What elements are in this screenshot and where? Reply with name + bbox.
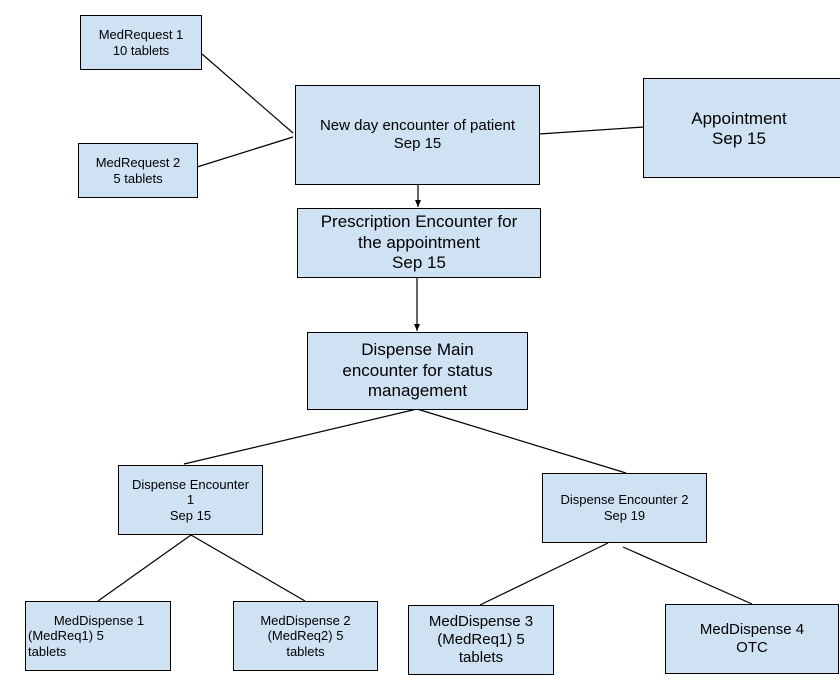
- appointment-title: Appointment: [691, 109, 787, 128]
- medrequest-2-title: MedRequest 2: [95, 154, 181, 170]
- meddispense-4-box: MedDispense 4 OTC: [665, 604, 839, 674]
- dispense-encounter-2-box: Dispense Encounter 2 Sep 19: [542, 473, 707, 543]
- new-day-encounter-box: New day encounter of patient Sep 15: [295, 85, 540, 185]
- meddispense-1-line3: tablets: [28, 643, 67, 659]
- dispense-main-encounter-box: Dispense Main encounter for status manag…: [307, 332, 528, 410]
- meddispense-2-line2: (MedReq2) 5: [267, 628, 344, 644]
- meddispense-2-box: MedDispense 2 (MedReq2) 5 tablets: [233, 601, 378, 671]
- new-day-encounter-date: Sep 15: [393, 135, 442, 152]
- prescription-encounter-date: Sep 15: [392, 253, 446, 273]
- medrequest-2-quantity: 5 tablets: [113, 170, 163, 186]
- prescription-encounter-line2: the appointment: [358, 232, 480, 252]
- meddispense-3-line3: tablets: [458, 649, 504, 666]
- meddispense-3-line1: MedDispense 3: [428, 613, 534, 630]
- link-dispense-encounter2-to-meddispense4: [622, 546, 753, 605]
- medrequest-1-title: MedRequest 1: [98, 26, 184, 42]
- link-dispense-encounter1-to-meddispense1: [97, 534, 192, 602]
- link-dispense-encounter2-to-meddispense3: [479, 542, 609, 606]
- medrequest-1-quantity: 10 tablets: [112, 42, 170, 58]
- link-dispense-main-to-dispense-encounter2: [416, 408, 627, 474]
- medrequest-1-box: MedRequest 1 10 tablets: [80, 15, 202, 70]
- meddispense-3-line2: (MedReq1) 5: [437, 631, 525, 648]
- dispense-encounter-1-line1: Dispense Encounter: [131, 476, 250, 492]
- appointment-box: Appointment Sep 15: [643, 78, 840, 178]
- meddispense-1-box: MedDispense 1 (MedReq1) 5 tablets: [25, 601, 171, 671]
- dispense-encounter-1-date: Sep 15: [169, 507, 212, 523]
- meddispense-4-title: MedDispense 4: [699, 621, 805, 638]
- dispense-encounter-1-line2: 1: [186, 492, 195, 508]
- link-medrequest2-to-new-day-encounter: [196, 136, 294, 168]
- dispense-main-line3: management: [367, 381, 468, 401]
- dispense-encounter-1-box: Dispense Encounter 1 Sep 15: [118, 465, 263, 535]
- prescription-encounter-line1: Prescription Encounter for: [320, 212, 518, 232]
- meddispense-2-line1: MedDispense 2: [260, 612, 351, 628]
- link-dispense-encounter1-to-meddispense2: [190, 534, 306, 602]
- link-dispense-main-to-dispense-encounter1: [183, 408, 418, 465]
- meddispense-1-line1: MedDispense 1: [53, 612, 145, 628]
- new-day-encounter-title: New day encounter of patient: [319, 117, 516, 134]
- appointment-date: Sep 15: [712, 129, 766, 149]
- meddispense-1-line2: (MedReq1) 5: [28, 628, 104, 644]
- dispense-encounter-2-date: Sep 19: [603, 508, 646, 523]
- dispense-main-line1: Dispense Main: [361, 340, 474, 360]
- meddispense-2-line3: tablets: [286, 643, 325, 659]
- dispense-main-line2: encounter for status: [342, 360, 493, 380]
- medrequest-2-box: MedRequest 2 5 tablets: [78, 143, 198, 198]
- dispense-encounter-2-title: Dispense Encounter 2: [560, 492, 689, 508]
- link-new-day-encounter-to-appointment: [538, 126, 645, 135]
- meddispense-3-box: MedDispense 3 (MedReq1) 5 tablets: [408, 605, 554, 675]
- meddispense-4-otc: OTC: [736, 639, 768, 656]
- prescription-encounter-box: Prescription Encounter for the appointme…: [297, 208, 541, 278]
- link-medrequest1-to-new-day-encounter: [201, 53, 294, 134]
